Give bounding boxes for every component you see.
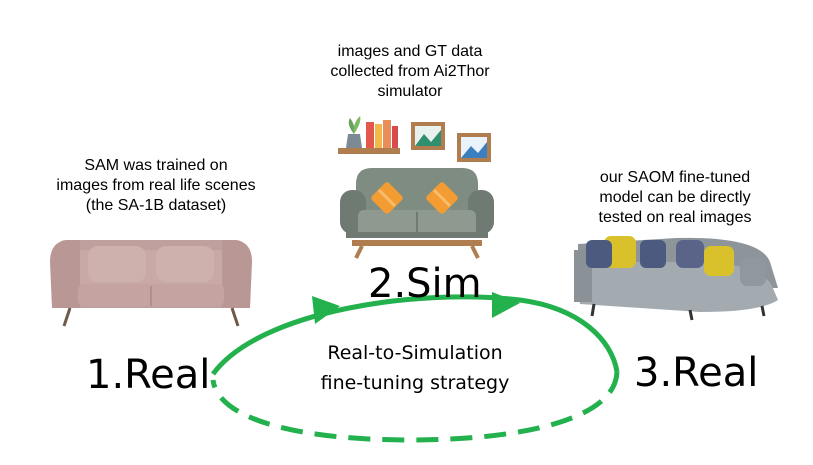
label-sim-2: 2.Sim <box>368 261 482 307</box>
real1-caption: SAM was trained on images from real life… <box>36 156 276 216</box>
shelf-decor-image <box>338 116 491 162</box>
loop-cycle <box>210 292 620 443</box>
label-real-1: 1.Real <box>86 352 211 398</box>
strategy-label: Real-to-Simulation fine-tuning strategy <box>300 338 530 398</box>
loop-lower-arc-dashed <box>210 371 620 443</box>
pink-sofa-image <box>50 240 252 327</box>
strategy-line: fine-tuning strategy <box>320 372 510 394</box>
real3-caption-line: our SAOM fine-tuned <box>599 169 751 186</box>
strategy-line: Real-to-Simulation <box>327 342 503 364</box>
real3-caption: our SAOM fine-tuned model can be directl… <box>570 168 780 228</box>
sim-caption-line: images and GT data <box>337 43 483 60</box>
real3-caption-line: tested on real images <box>598 209 752 226</box>
real3-caption-line: model can be directly <box>599 189 751 206</box>
loop-arrowhead-left <box>312 296 340 324</box>
sim-sofa-image <box>340 168 494 259</box>
real1-caption-line: (the SA-1B dataset) <box>85 197 227 214</box>
label-real-3: 3.Real <box>634 350 759 396</box>
real1-caption-line: SAM was trained on <box>84 157 228 174</box>
sim-caption-line: simulator <box>377 83 443 100</box>
gray-sofa-image <box>574 236 778 321</box>
sim-caption: images and GT data collected from Ai2Tho… <box>300 42 520 102</box>
real1-caption-line: images from real life scenes <box>56 177 256 194</box>
loop-arrowhead-right <box>492 292 520 318</box>
sim-caption-line: collected from Ai2Thor <box>330 63 490 80</box>
loop-upper-arc <box>210 294 620 376</box>
